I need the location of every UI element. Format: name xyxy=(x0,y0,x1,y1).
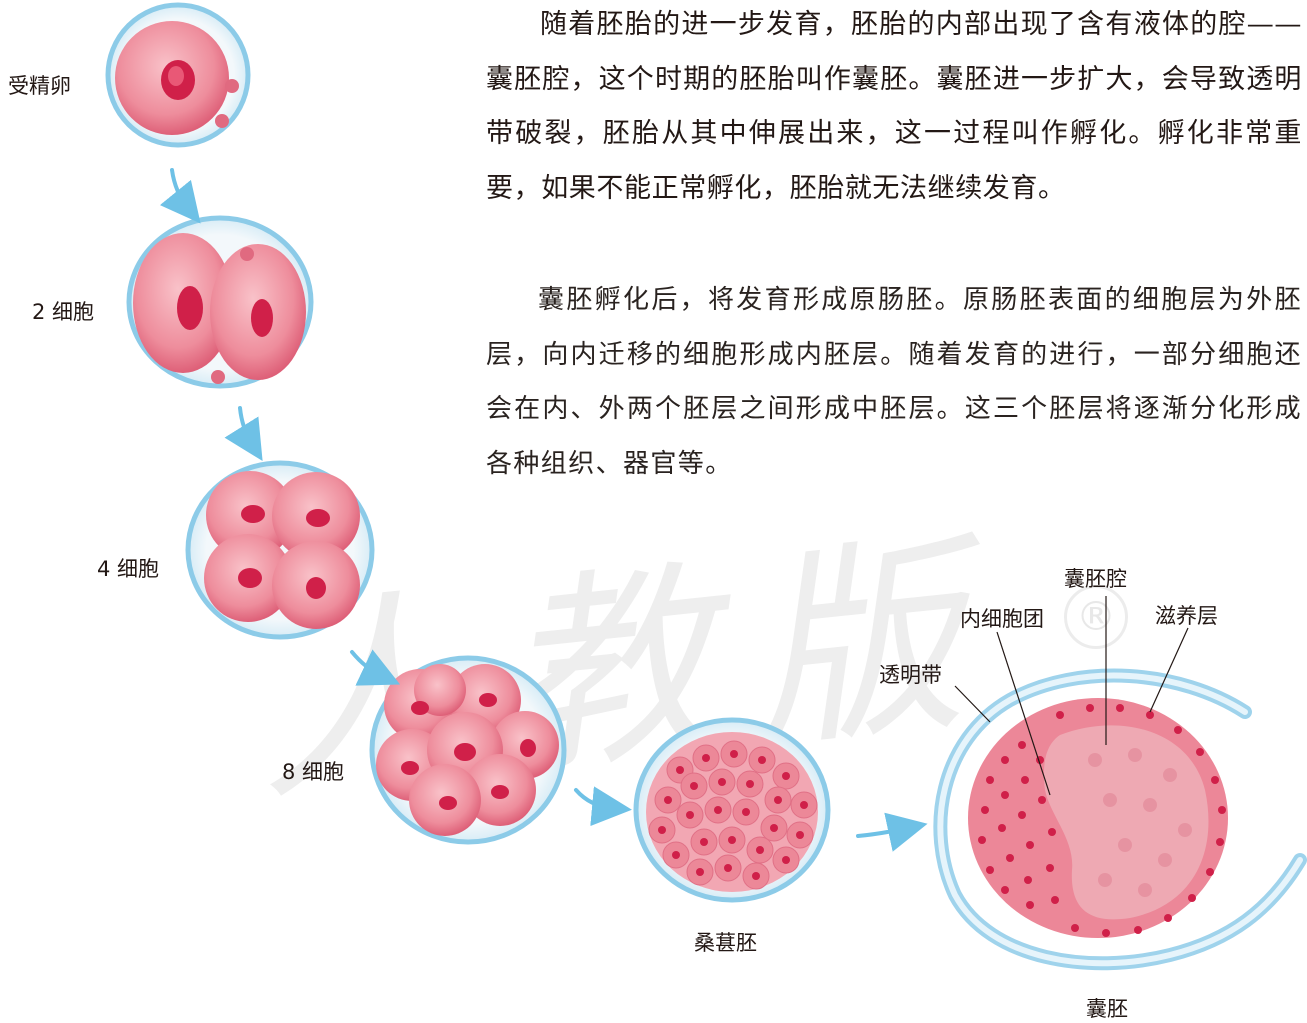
two-cell-figure xyxy=(129,218,311,386)
label-zygote: 受精卵 xyxy=(8,70,71,100)
four-cell-figure xyxy=(188,463,372,637)
label-eight-cell: 8 细胞 xyxy=(282,756,344,786)
label-morula: 桑葚胚 xyxy=(694,927,757,957)
label-trophoblast: 滋养层 xyxy=(1155,600,1218,630)
blastocyst-figure xyxy=(940,596,1300,963)
label-blastocoel: 囊胚腔 xyxy=(1064,563,1127,593)
label-inner-cell-mass: 内细胞团 xyxy=(960,603,1044,633)
label-four-cell: 4 细胞 xyxy=(97,553,159,583)
label-zona-pellucida: 透明带 xyxy=(879,659,942,689)
label-two-cell: 2 细胞 xyxy=(32,296,94,326)
eight-cell-figure xyxy=(372,658,564,842)
morula-figure xyxy=(636,720,828,900)
label-blastocyst: 囊胚 xyxy=(1086,993,1128,1023)
zygote-figure xyxy=(108,5,248,145)
